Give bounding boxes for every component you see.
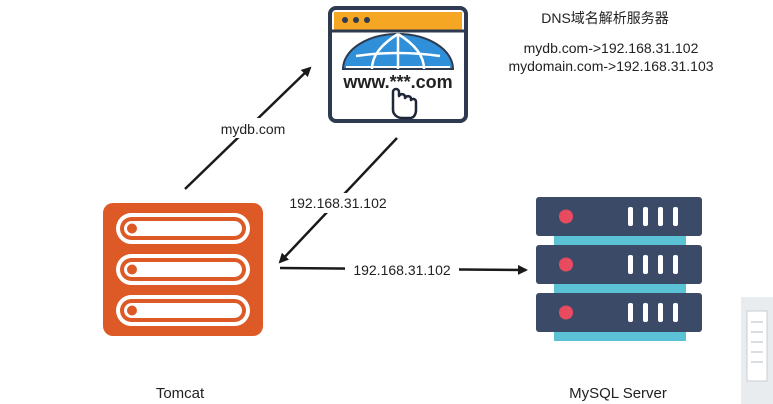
tomcat-server-icon xyxy=(103,203,263,336)
dns-record-2: mydomain.com->192.168.31.103 xyxy=(508,58,713,74)
mysql-server-icon xyxy=(536,197,702,341)
dns-browser-icon: www.***.com xyxy=(328,6,468,123)
tomcat-label: Tomcat xyxy=(156,385,205,402)
query-edge-label: mydb.com xyxy=(221,121,286,137)
pointer-hand-icon xyxy=(391,87,418,120)
dns-record-1: mydb.com->192.168.31.102 xyxy=(524,40,699,56)
connect-edge-label: 192.168.31.102 xyxy=(353,262,451,278)
browser-url-text: www.***.com xyxy=(342,72,452,92)
response-edge-label: 192.168.31.102 xyxy=(289,195,387,211)
dns-server-title: DNS域名解析服务器 xyxy=(541,10,669,26)
globe-icon xyxy=(341,32,455,70)
mysql-label: MySQL Server xyxy=(569,385,667,402)
side-panel-thumbnail xyxy=(741,297,773,404)
